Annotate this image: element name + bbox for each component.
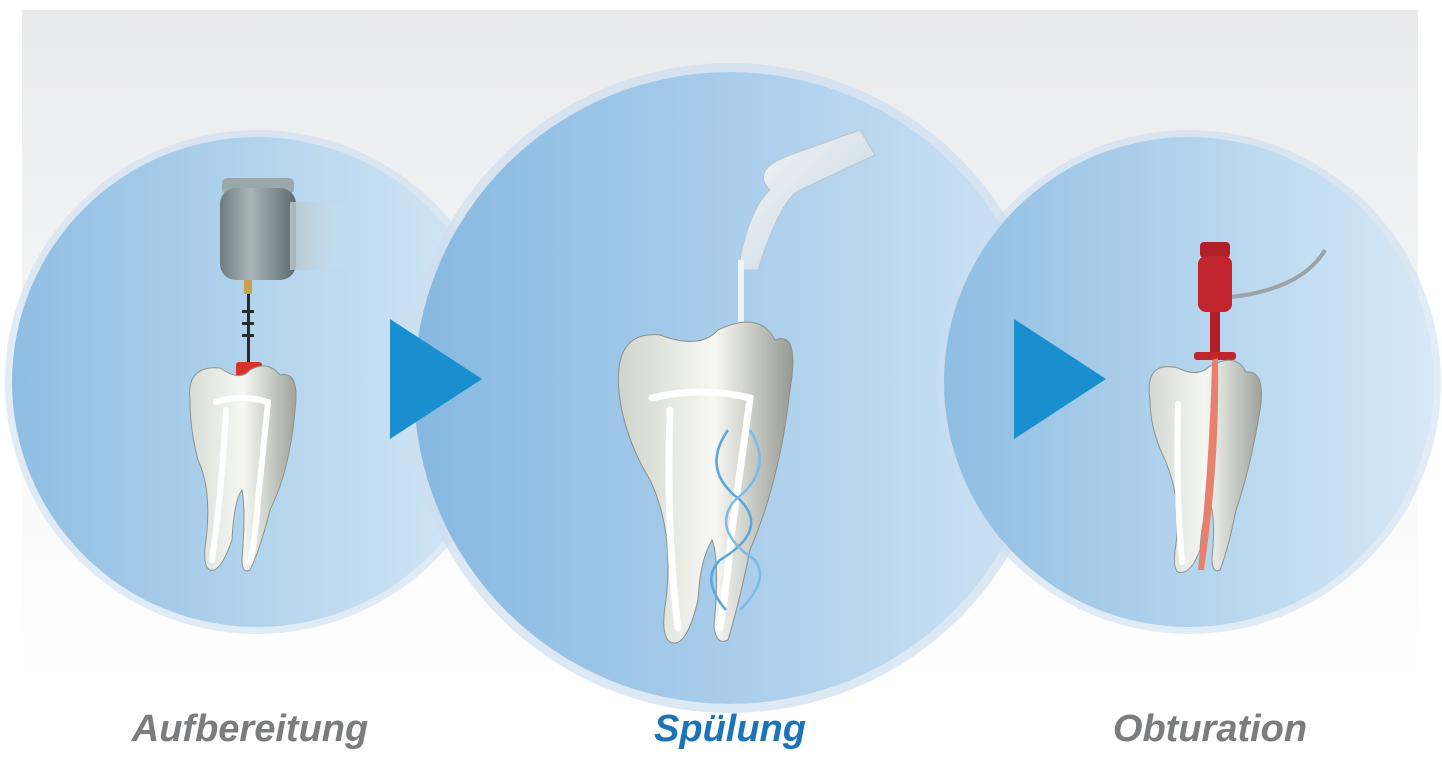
next-step-arrow-icon <box>390 319 482 439</box>
handpiece-file-tooth-icon <box>150 170 350 590</box>
step-label-aufbereitung: Aufbereitung <box>80 708 420 751</box>
next-step-arrow-icon <box>1014 319 1106 439</box>
obturator-tooth-icon <box>1120 240 1340 580</box>
step-label-obturation: Obturation <box>1040 708 1380 751</box>
step-label-spuelung: Spülung <box>560 708 900 751</box>
irrigation-tip-tooth-icon <box>600 130 900 650</box>
